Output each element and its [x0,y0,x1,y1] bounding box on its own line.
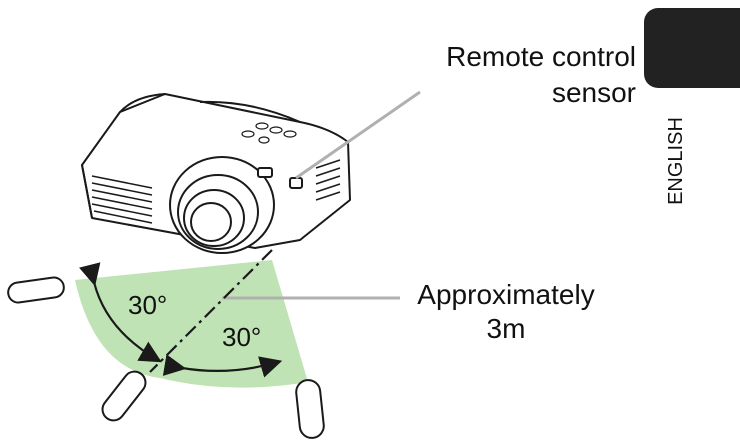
remote-control-icon [7,276,65,304]
angle-label-right: 30° [222,322,261,352]
projector-icon [81,93,351,254]
angle-label-left: 30° [128,290,167,320]
sensor-label-line1: Remote control [446,41,636,72]
remote-control-icon [295,379,325,439]
remote-control-icon [101,370,147,422]
angle-arrow-left [79,262,162,363]
language-label-box: ENGLISH [665,117,687,205]
angle-arrow-right [162,354,283,378]
language-tab [644,8,740,88]
language-label: ENGLISH [665,117,687,205]
distance-label-line2: 3m [487,313,526,344]
sensor-label-line2: sensor [552,77,636,108]
center-axis [149,249,273,373]
sensor-leader-line [295,90,421,180]
distance-label-line1: Approximately [417,279,594,310]
